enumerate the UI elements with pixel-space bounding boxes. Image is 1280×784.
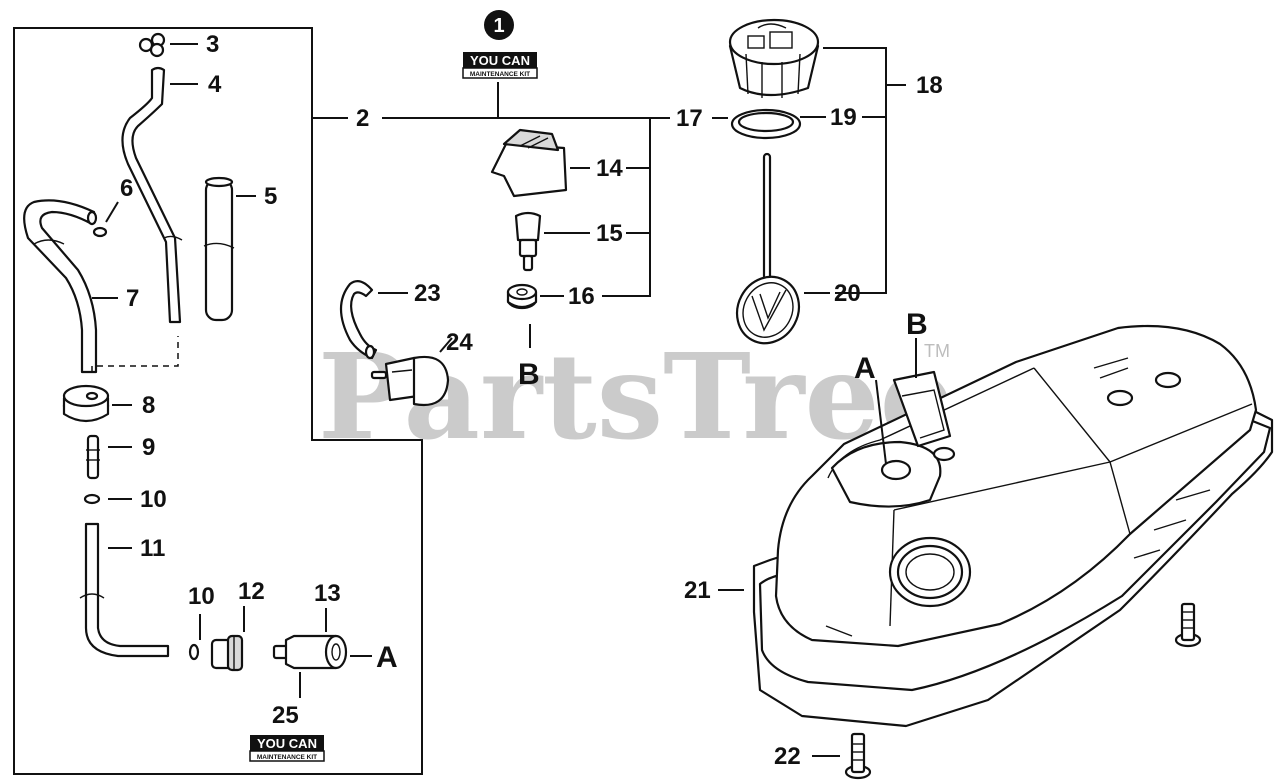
part-20-strainer: [735, 152, 830, 345]
kit-number-circle: [484, 10, 514, 40]
part-10-o-ring-lower: [188, 614, 201, 661]
part-15-valve: [514, 211, 590, 272]
callout-20: 20: [834, 280, 861, 307]
part-18-fuel-cap: [728, 18, 820, 98]
callout-2: 2: [356, 105, 369, 132]
left-group-frame: [13, 27, 423, 775]
callout-17: 17: [676, 105, 703, 132]
callout-1: 1: [493, 15, 504, 37]
callout-23: 23: [414, 280, 441, 307]
part-22-screws: [812, 602, 1202, 780]
callout-13: 13: [314, 580, 341, 607]
callout-10-upper: 10: [140, 486, 167, 513]
kit-badge-top-text: YOU CAN: [470, 53, 530, 68]
part-16-grommet: [506, 283, 564, 348]
callout-10-lower: 10: [188, 583, 215, 610]
part-5-tube: [203, 176, 256, 322]
part-3-clip: [138, 32, 198, 58]
connection-letter-a-tank: A: [854, 352, 876, 385]
callout-4: 4: [208, 71, 222, 98]
part-8-grommet: [62, 384, 132, 423]
callout-11: 11: [140, 535, 165, 562]
callout-21: 21: [684, 577, 711, 604]
kit-badge-top-text-2: YOU CAN: [257, 736, 317, 751]
kit-badge-bottom-text: MAINTENANCE KIT: [470, 71, 530, 78]
connection-letter-b-tank: B: [906, 308, 928, 341]
part-7-bent-line: [23, 199, 118, 374]
part-11-fuel-line: [79, 522, 170, 658]
callout-19: 19: [830, 104, 857, 131]
part-24-primer-bulb: [370, 337, 453, 407]
callout-18: 18: [916, 72, 943, 99]
callout-12: 12: [238, 578, 265, 605]
callout-7: 7: [126, 285, 139, 312]
part-14-clamp: [490, 128, 590, 198]
part-6-o-ring: [92, 201, 119, 238]
callout-3: 3: [206, 31, 219, 58]
part-23-vent-hose: [339, 279, 408, 360]
callout-5: 5: [264, 183, 277, 210]
part-19-gasket: [730, 108, 826, 140]
callout-16: 16: [568, 283, 595, 310]
callout-9: 9: [142, 434, 155, 461]
part-12-filter-fitting: [210, 606, 245, 672]
part-4-fuel-line: [121, 66, 198, 324]
connection-letter-a-filter: A: [376, 641, 398, 674]
callout-14: 14: [596, 155, 623, 182]
maintenance-kit-badge-top: 1 YOU CAN MAINTENANCE KIT: [462, 10, 538, 79]
part-9-fitting: [86, 434, 132, 480]
part-21-fuel-tank: [718, 324, 1274, 728]
part-13-fuel-filter: [272, 608, 372, 698]
maintenance-kit-badge-bottom: YOU CAN MAINTENANCE KIT: [249, 735, 325, 762]
callout-22: 22: [774, 743, 801, 770]
part-10-o-ring-upper: [83, 493, 132, 505]
callout-24: 24: [446, 329, 473, 356]
connection-letter-b-grommet: B: [518, 358, 540, 391]
callout-25: 25: [272, 702, 299, 729]
callout-15: 15: [596, 220, 623, 247]
callout-6: 6: [120, 175, 133, 202]
callout-8: 8: [142, 392, 155, 419]
watermark-trademark: TM: [924, 341, 950, 361]
kit-badge-bottom-text-2: MAINTENANCE KIT: [257, 754, 317, 761]
